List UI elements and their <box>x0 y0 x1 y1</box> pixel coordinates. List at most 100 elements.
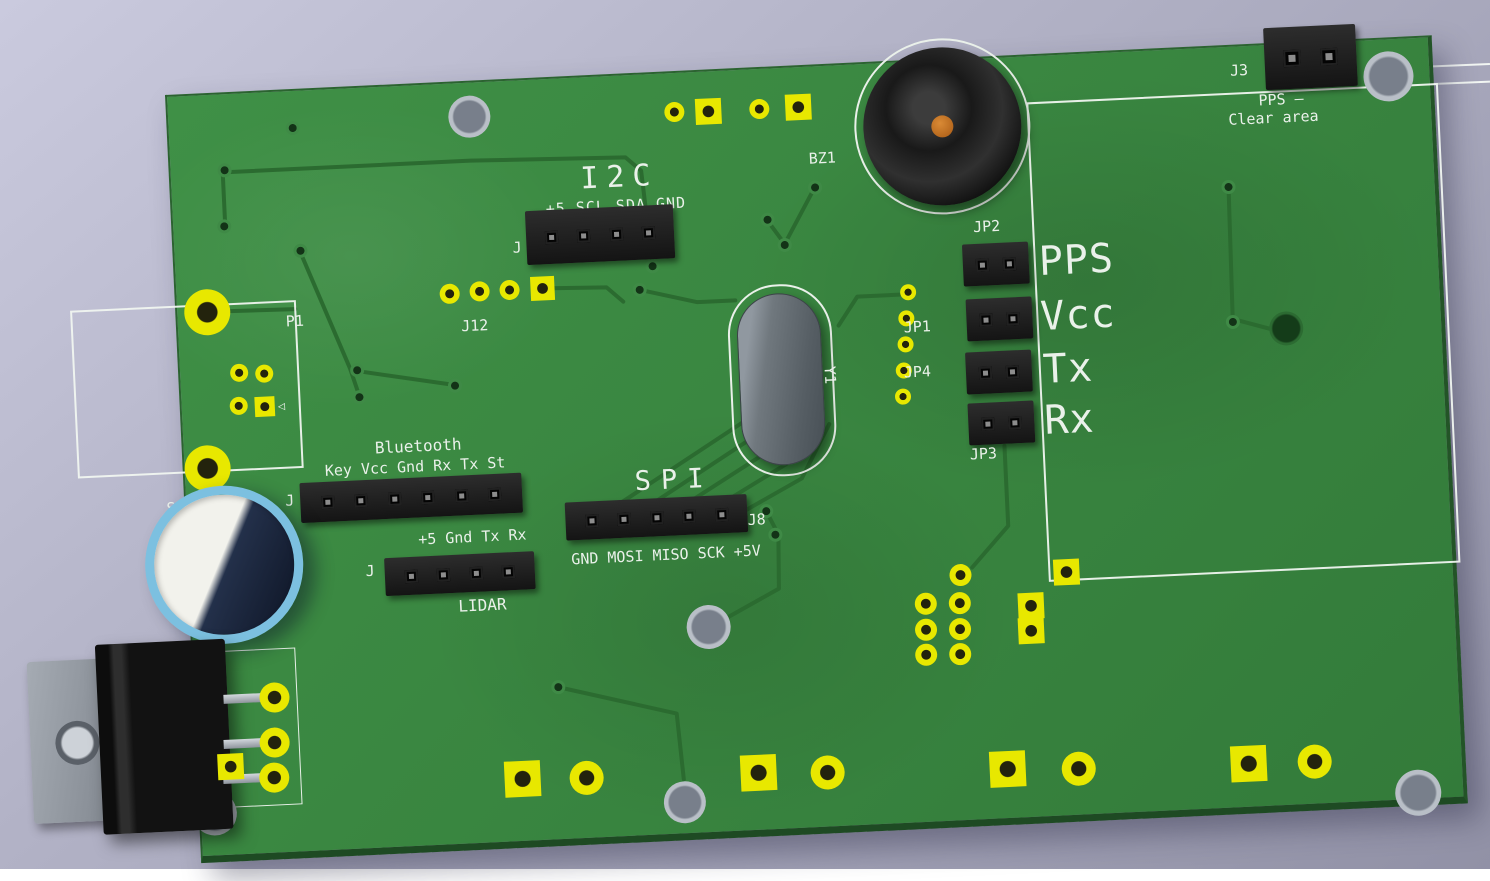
via <box>447 378 463 393</box>
pad-ring <box>748 98 770 120</box>
pad-ring <box>914 592 938 616</box>
pad-ring <box>914 643 938 667</box>
header-pin <box>979 365 993 380</box>
header-pin <box>577 228 591 243</box>
p1-ref: P1 <box>285 311 305 331</box>
pad-ring <box>914 618 938 642</box>
jp1-ref: JP1 <box>903 317 932 337</box>
pad-square <box>1017 617 1045 645</box>
via <box>760 212 775 228</box>
via <box>352 389 367 405</box>
via <box>645 258 660 274</box>
via <box>632 282 648 298</box>
mounting-hole <box>1394 768 1443 817</box>
spi-title: SPI <box>634 462 715 498</box>
via <box>217 162 232 178</box>
header-pin <box>1002 256 1016 271</box>
voltage-regulator <box>94 638 234 835</box>
spi-pin-labels: GND MOSI MISO SCK +5V <box>570 541 762 569</box>
spi-header <box>564 494 749 541</box>
jumper-label-pps: PPS <box>1037 235 1116 285</box>
via <box>768 527 783 543</box>
j12-ref: J12 <box>460 316 489 336</box>
header-pin <box>649 510 664 525</box>
mounting-hole <box>662 780 707 825</box>
pad-ring <box>499 279 521 301</box>
pcb-board: J12 P1 ◁ I2C +5 SCL SDA GND J Bluetooth … <box>26 23 1468 864</box>
jp2-header <box>961 241 1030 287</box>
via <box>349 362 365 378</box>
header-pin <box>1005 364 1019 379</box>
pad-square <box>739 753 778 792</box>
pps-note-line1: PPS — <box>1258 89 1305 110</box>
crystal <box>735 291 828 468</box>
jp3-ref: JP3 <box>969 444 998 464</box>
header-pin <box>421 490 435 504</box>
header-pin <box>1005 311 1020 326</box>
pad-square <box>529 275 556 301</box>
header-pin <box>617 512 631 526</box>
header-pin <box>975 257 990 272</box>
pad-square <box>254 396 276 418</box>
pin1-marker: ◁ <box>277 398 286 414</box>
jp4-header <box>965 349 1033 395</box>
pad-ring <box>948 591 972 615</box>
header-pin <box>682 508 696 523</box>
pad-square <box>1052 558 1081 586</box>
pad-ring <box>663 101 685 123</box>
via <box>293 243 308 259</box>
pad-ring <box>948 617 972 641</box>
mounting-hole <box>685 603 732 650</box>
pad-ring <box>568 760 605 796</box>
jp2-ref: JP2 <box>972 216 1001 237</box>
mounting-hole <box>447 94 492 139</box>
p1-connector-outline <box>70 300 304 479</box>
header-pin <box>320 495 335 509</box>
header-pin <box>981 416 996 431</box>
pad-ring <box>899 283 917 301</box>
header-pin <box>1283 48 1302 67</box>
pad-square <box>217 753 245 781</box>
header-pin <box>404 569 418 583</box>
header-pin <box>436 567 451 582</box>
via <box>285 120 301 136</box>
j3-header <box>1263 23 1358 91</box>
pad-ring <box>948 642 972 666</box>
lidar-connector-ref: J <box>365 561 376 581</box>
jumper-label-tx: Tx <box>1041 344 1095 393</box>
jumper-label-vcc: Vcc <box>1039 290 1117 340</box>
header-pin <box>714 507 729 522</box>
pad-ring <box>1296 743 1333 780</box>
lidar-header <box>384 551 536 597</box>
i2c-title: I2C <box>579 157 660 197</box>
lidar-pin-labels: +5 Gnd Tx Rx <box>417 525 527 549</box>
via <box>216 219 232 234</box>
header-pin <box>354 493 368 508</box>
jp1-header <box>965 296 1034 342</box>
header-pin <box>454 488 469 503</box>
pad-ring <box>1060 750 1097 787</box>
header-pin <box>1319 47 1338 66</box>
pad-ring <box>948 563 973 587</box>
header-pin <box>545 230 559 244</box>
i2c-connector-ref: J <box>512 238 523 257</box>
spi-connector-ref: J8 <box>747 510 767 530</box>
pad-ring <box>809 754 846 791</box>
header-pin <box>469 566 483 580</box>
header-pin <box>1007 415 1022 430</box>
i2c-header <box>524 204 676 266</box>
pad-ring <box>469 280 491 302</box>
lidar-title: LIDAR <box>457 594 507 616</box>
header-pin <box>488 487 502 501</box>
header-pin <box>584 513 599 528</box>
via <box>807 180 823 195</box>
header-pin <box>609 227 623 241</box>
pad-ring <box>439 283 461 305</box>
pad-square <box>1229 744 1268 783</box>
jp3-header <box>967 400 1036 446</box>
bluetooth-title: Bluetooth <box>374 434 462 458</box>
pad-ring <box>894 388 912 405</box>
crystal-ref: Y1 <box>820 365 840 385</box>
pad-ring <box>897 336 914 353</box>
